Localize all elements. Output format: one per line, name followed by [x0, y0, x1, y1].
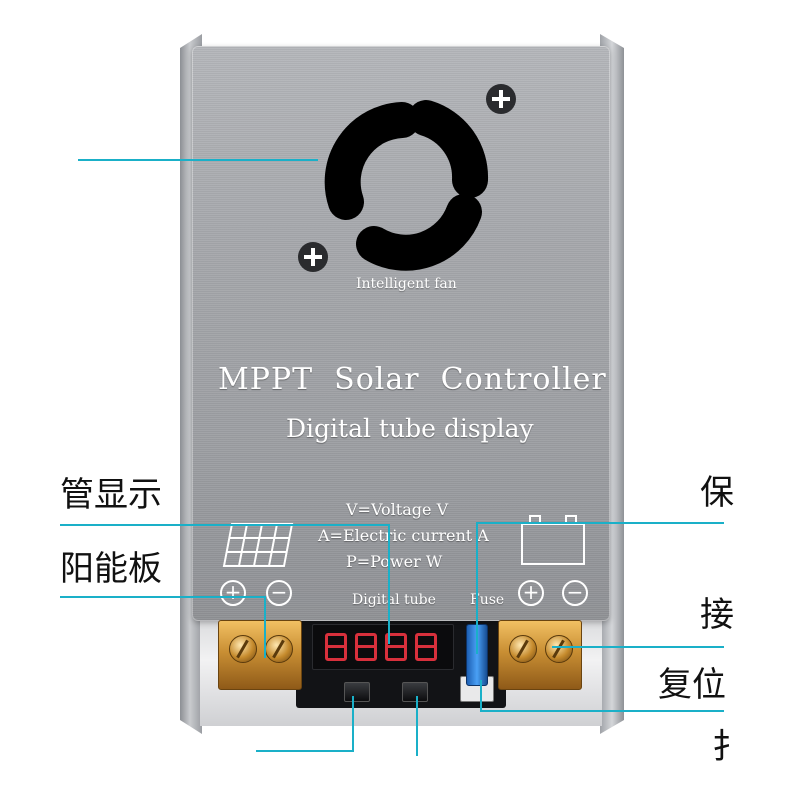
annotation-connect: 接: [700, 595, 734, 635]
fuse-label: Fuse: [470, 592, 505, 608]
annotation-line-fan: [78, 159, 318, 161]
display-digit: [385, 633, 407, 661]
display-digit: [325, 633, 347, 661]
legend-current: A=Electric current A: [318, 526, 489, 545]
fan-label: Intelligent fan: [356, 276, 457, 292]
terminal-screw: [265, 635, 293, 663]
set-button[interactable]: [344, 682, 370, 702]
solar-panel-icon: [222, 523, 294, 567]
annotation-line-reset: [480, 680, 482, 712]
annotation-display: 管显示: [60, 475, 162, 515]
annotation-line-display: [60, 524, 390, 526]
digital-tube-label: Digital tube: [352, 592, 436, 608]
annotation-protect: 保: [700, 473, 734, 513]
minus-icon: −: [266, 580, 292, 606]
screw-icon: [298, 242, 328, 272]
annotation-line-solar: [60, 596, 266, 598]
annotation-line-display: [388, 524, 390, 644]
annotation-line-battery: [552, 646, 724, 648]
annotation-line-solar: [264, 596, 266, 658]
solar-terminal-block: [218, 620, 302, 690]
digital-tube-display: [312, 624, 454, 670]
fan-icon: [324, 100, 489, 271]
terminal-screw: [509, 635, 537, 663]
plus-icon: +: [220, 580, 246, 606]
product-title: MPPT Solar Controller: [218, 362, 607, 397]
legend-power: P=Power W: [346, 552, 443, 571]
annotation-cropped: 扌: [712, 727, 746, 767]
annotation-reset: 复位: [658, 665, 726, 705]
battery-icon: [521, 515, 585, 565]
annotation-solar-panel: 阳能板: [60, 549, 162, 589]
display-digit: [415, 633, 437, 661]
annotation-line-button: [352, 696, 354, 752]
legend-voltage: V=Voltage V: [346, 500, 449, 519]
terminal-screw: [545, 635, 573, 663]
annotation-line-button: [416, 696, 418, 756]
annotation-line-reset: [480, 710, 724, 712]
product-subtitle: Digital tube display: [286, 414, 534, 443]
battery-terminal-block: [498, 620, 582, 690]
minus-icon: −: [562, 580, 588, 606]
plus-icon: +: [518, 580, 544, 606]
annotation-line-button: [256, 750, 354, 752]
annotation-line-protect: [476, 522, 724, 524]
mode-button[interactable]: [402, 682, 428, 702]
screw-icon: [486, 84, 516, 114]
display-digit: [355, 633, 377, 661]
terminal-screw: [229, 635, 257, 663]
annotation-line-protect: [476, 522, 478, 654]
